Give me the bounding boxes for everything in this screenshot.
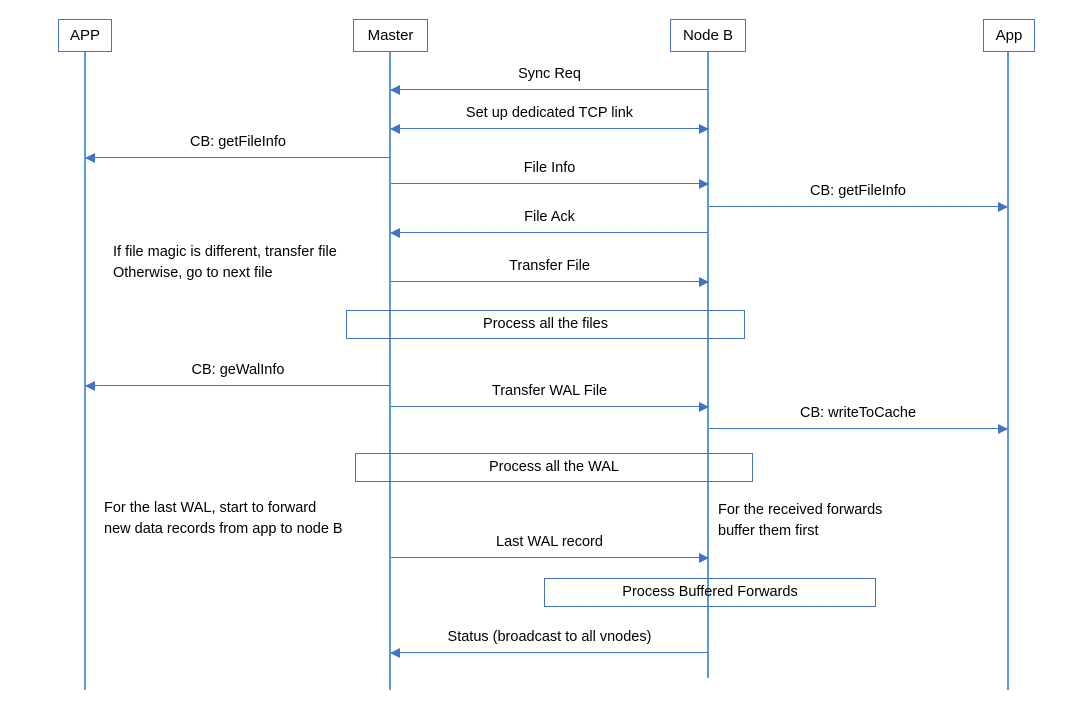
actor-box-app_left[interactable]: APP — [58, 19, 112, 52]
message-label-tcp-link: Set up dedicated TCP link — [465, 105, 634, 122]
arrowhead-left-icon — [85, 380, 95, 391]
message-line-transfer-wal — [391, 406, 708, 408]
arrowhead-right-icon — [998, 201, 1008, 212]
process-box-label-process-all-wal: Process all the WAL — [488, 459, 619, 476]
arrowhead-right-icon — [998, 423, 1008, 434]
actor-label-master: Master — [367, 27, 414, 44]
message-line-cb-getfileinfo-left — [86, 157, 390, 159]
lifeline-master — [389, 52, 391, 690]
actor-box-master[interactable]: Master — [353, 19, 428, 52]
process-box-process-buffered-fwd[interactable]: Process Buffered Forwards — [544, 578, 876, 607]
actor-box-node_b[interactable]: Node B — [670, 19, 746, 52]
arrowhead-right-icon — [699, 178, 709, 189]
arrowhead-left-icon — [85, 152, 95, 163]
message-label-file-info: File Info — [523, 160, 576, 177]
arrowhead-right-icon — [699, 123, 709, 134]
lifeline-node_b — [707, 52, 709, 678]
note-note-buffer-forwards: For the received forwards buffer them fi… — [718, 502, 883, 540]
process-box-label-process-all-files: Process all the files — [483, 316, 608, 333]
note-note-file-magic: If file magic is different, transfer fil… — [113, 244, 337, 282]
message-label-transfer-wal: Transfer WAL File — [491, 383, 608, 400]
actor-label-app_left: APP — [69, 27, 100, 44]
message-line-file-ack — [391, 232, 708, 234]
message-label-file-ack: File Ack — [524, 209, 575, 226]
arrowhead-right-icon — [699, 276, 709, 287]
message-label-cb-getfileinfo-right: CB: getFileInfo — [810, 183, 906, 200]
actor-label-app_right: App — [995, 27, 1023, 44]
message-line-file-info — [391, 183, 708, 185]
message-label-sync-req: Sync Req — [518, 66, 581, 83]
message-line-transfer-file — [391, 281, 708, 283]
note-note-last-wal-forward: For the last WAL, start to forward new d… — [104, 500, 343, 538]
lifeline-app_left — [84, 52, 86, 690]
arrowhead-right-icon — [699, 401, 709, 412]
arrowhead-right-icon — [699, 552, 709, 563]
message-label-cb-getfileinfo-left: CB: getFileInfo — [190, 134, 286, 151]
message-line-tcp-link — [391, 128, 708, 130]
arrowhead-left-icon — [390, 227, 400, 238]
arrowhead-left-icon — [390, 647, 400, 658]
message-label-transfer-file: Transfer File — [509, 258, 590, 275]
lifeline-app_right — [1007, 52, 1009, 690]
arrowhead-left-icon — [390, 123, 400, 134]
actor-box-app_right[interactable]: App — [983, 19, 1035, 52]
message-line-sync-req — [391, 89, 708, 91]
message-line-last-wal-record — [391, 557, 708, 559]
message-label-last-wal-record: Last WAL record — [496, 534, 603, 551]
process-box-process-all-files[interactable]: Process all the files — [346, 310, 745, 339]
message-line-cb-getfileinfo-right — [709, 206, 1007, 208]
message-label-status: Status (broadcast to all vnodes) — [447, 629, 652, 646]
message-label-cb-gewalinfo: CB: geWalInfo — [191, 362, 285, 379]
message-line-cb-writetocache — [709, 428, 1007, 430]
message-label-cb-writetocache: CB: writeToCache — [799, 405, 917, 422]
message-line-status — [391, 652, 708, 654]
arrowhead-left-icon — [390, 84, 400, 95]
message-line-cb-gewalinfo — [86, 385, 390, 387]
process-box-process-all-wal[interactable]: Process all the WAL — [355, 453, 753, 482]
process-box-label-process-buffered-fwd: Process Buffered Forwards — [622, 584, 798, 601]
actor-label-node_b: Node B — [682, 27, 734, 44]
